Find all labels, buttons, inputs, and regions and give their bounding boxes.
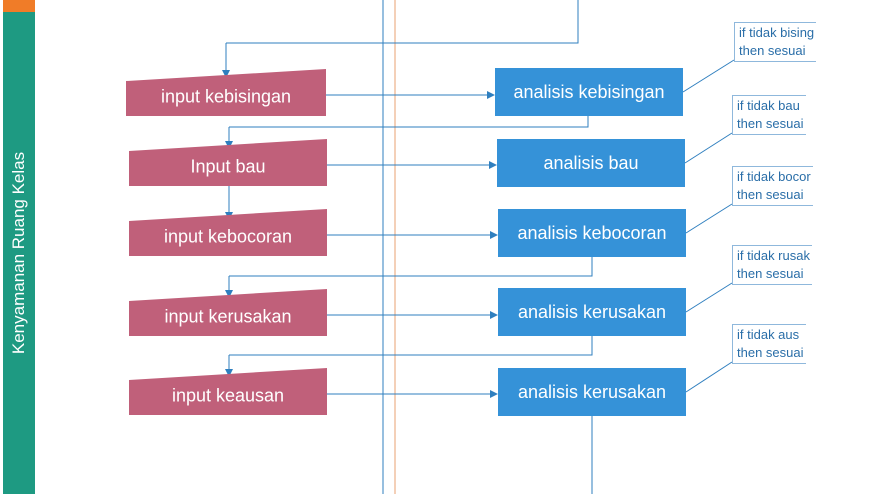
note-leader-2	[684, 132, 733, 164]
input-shape-4	[129, 289, 327, 336]
condition-note-4: if tidak rusak then sesuai	[732, 245, 812, 285]
condition-note-1: if tidak bising then sesuai	[734, 22, 817, 62]
connectors-group	[222, 0, 735, 494]
process-box-1: analisis kebisingan	[495, 68, 683, 116]
condition-note-line: then sesuai	[737, 345, 804, 360]
condition-note-line: then sesuai	[737, 187, 804, 202]
note-leader-4	[685, 282, 733, 313]
input-label-1: input kebisingan	[160, 86, 292, 106]
process-box-2: analisis bau	[497, 139, 685, 187]
condition-note-line: then sesuai	[737, 266, 804, 281]
condition-note-line: if tidak bau	[737, 98, 800, 113]
condition-note-line: then sesuai	[737, 116, 804, 131]
note-leader-1	[682, 59, 735, 93]
condition-note-5: if tidak aus then sesuai	[732, 324, 806, 364]
note-leader-5	[685, 361, 733, 393]
input-shape-2	[129, 139, 327, 186]
condition-note-line: if tidak bocor	[737, 169, 811, 184]
input-shape-3	[129, 209, 327, 256]
process-box-4: analisis kerusakan	[498, 288, 686, 336]
input-label-5: input keausan	[171, 385, 285, 405]
input-shape-1	[126, 69, 326, 116]
input-label-4: input kerusakan	[164, 306, 292, 326]
connector-top	[226, 0, 579, 44]
swimlane-bar	[3, 12, 35, 494]
condition-note-3: if tidak bocor then sesuai	[732, 166, 813, 206]
condition-note-line: if tidak rusak	[737, 248, 810, 263]
lane-accent-bar	[3, 0, 35, 12]
connector-row-1-to-2	[229, 116, 589, 128]
condition-note-line: if tidak bising	[739, 25, 815, 40]
input-label-3: input kebocoran	[163, 226, 293, 246]
condition-note-line: if tidak aus	[737, 327, 800, 342]
note-leader-3	[685, 203, 733, 234]
shapes-group	[126, 69, 327, 415]
input-label-2: Input bau	[190, 156, 266, 176]
process-box-3: analisis kebocoran	[498, 209, 686, 257]
input-shape-5	[129, 368, 327, 415]
connector-row-3-to-4	[229, 257, 593, 277]
process-box-5: analisis kerusakan	[498, 368, 686, 416]
connector-row-4-to-5	[229, 336, 593, 356]
condition-note-2: if tidak bau then sesuai	[732, 95, 806, 135]
condition-note-line: then sesuai	[739, 43, 806, 58]
